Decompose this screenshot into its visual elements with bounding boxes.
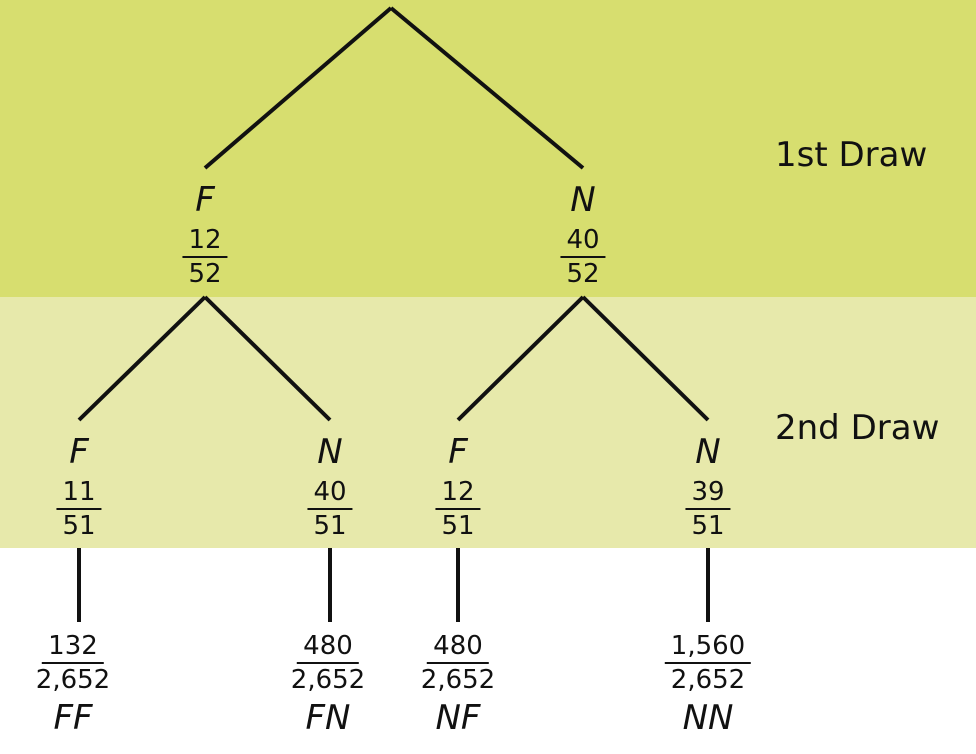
fraction-numerator: 1,560 [664, 633, 752, 664]
fraction-numerator: 12 [182, 227, 228, 258]
probability-fraction: 11 51 [56, 479, 102, 541]
outcome-NN: 1,560 2,652 NN [664, 633, 752, 738]
branch-root-F [203, 6, 393, 170]
fraction-numerator: 480 [427, 633, 489, 664]
outcome-fraction: 480 2,652 [291, 633, 365, 693]
outcome-fraction: 132 2,652 [36, 633, 110, 693]
fraction-denominator: 52 [188, 259, 222, 289]
node-letter: N [570, 180, 596, 220]
branch-root-N [389, 6, 585, 170]
outcome-FN: 480 2,652 FN [291, 633, 365, 735]
probability-fraction: 12 52 [182, 227, 228, 289]
node-first-N: N 40 52 [560, 180, 606, 289]
fraction-numerator: 480 [297, 633, 359, 664]
outcome-label: NF [435, 698, 481, 738]
stage-label-first: 1st Draw [775, 135, 928, 175]
probability-fraction: 40 52 [560, 227, 606, 289]
node-letter: N [695, 432, 721, 472]
fraction-numerator: 39 [685, 479, 731, 510]
branch-N-F [456, 295, 585, 422]
node-letter: N [317, 432, 343, 472]
node-letter: F [195, 180, 215, 220]
fraction-numerator: 40 [307, 479, 353, 510]
branch-N-N [581, 295, 710, 422]
fraction-denominator: 52 [566, 259, 600, 289]
first-draw-band [0, 0, 976, 297]
stage-label-second: 2nd Draw [775, 408, 940, 448]
fraction-denominator: 51 [313, 511, 347, 541]
fraction-denominator: 51 [62, 511, 96, 541]
outcome-fraction: 480 2,652 [421, 633, 495, 693]
fraction-denominator: 2,652 [420, 665, 496, 695]
branch-F-F [77, 295, 207, 422]
branch-F-N [203, 295, 332, 422]
fraction-denominator: 2,652 [35, 665, 111, 695]
fraction-numerator: 11 [56, 479, 102, 510]
outcome-label: NN [682, 698, 734, 738]
outcome-label: FN [305, 698, 351, 738]
fraction-numerator: 12 [435, 479, 481, 510]
fraction-denominator: 51 [691, 511, 725, 541]
node-first-F: F 12 52 [182, 180, 228, 289]
node-second-NF: F 12 51 [435, 432, 481, 541]
fraction-denominator: 2,652 [670, 665, 746, 695]
node-second-FN: N 40 51 [307, 432, 353, 541]
fraction-denominator: 2,652 [290, 665, 366, 695]
outcome-fraction: 1,560 2,652 [664, 633, 752, 695]
fraction-numerator: 132 [42, 633, 104, 664]
probability-fraction: 40 51 [307, 479, 353, 541]
outcome-label: FF [53, 698, 93, 738]
fraction-numerator: 40 [560, 227, 606, 258]
probability-fraction: 12 51 [435, 479, 481, 541]
node-second-NN: N 39 51 [685, 432, 731, 541]
probability-fraction: 39 51 [685, 479, 731, 541]
node-second-FF: F 11 51 [56, 432, 102, 541]
node-letter: F [448, 432, 468, 472]
node-letter: F [69, 432, 89, 472]
outcome-NF: 480 2,652 NF [421, 633, 495, 735]
outcome-FF: 132 2,652 FF [36, 633, 110, 735]
fraction-denominator: 51 [441, 511, 475, 541]
